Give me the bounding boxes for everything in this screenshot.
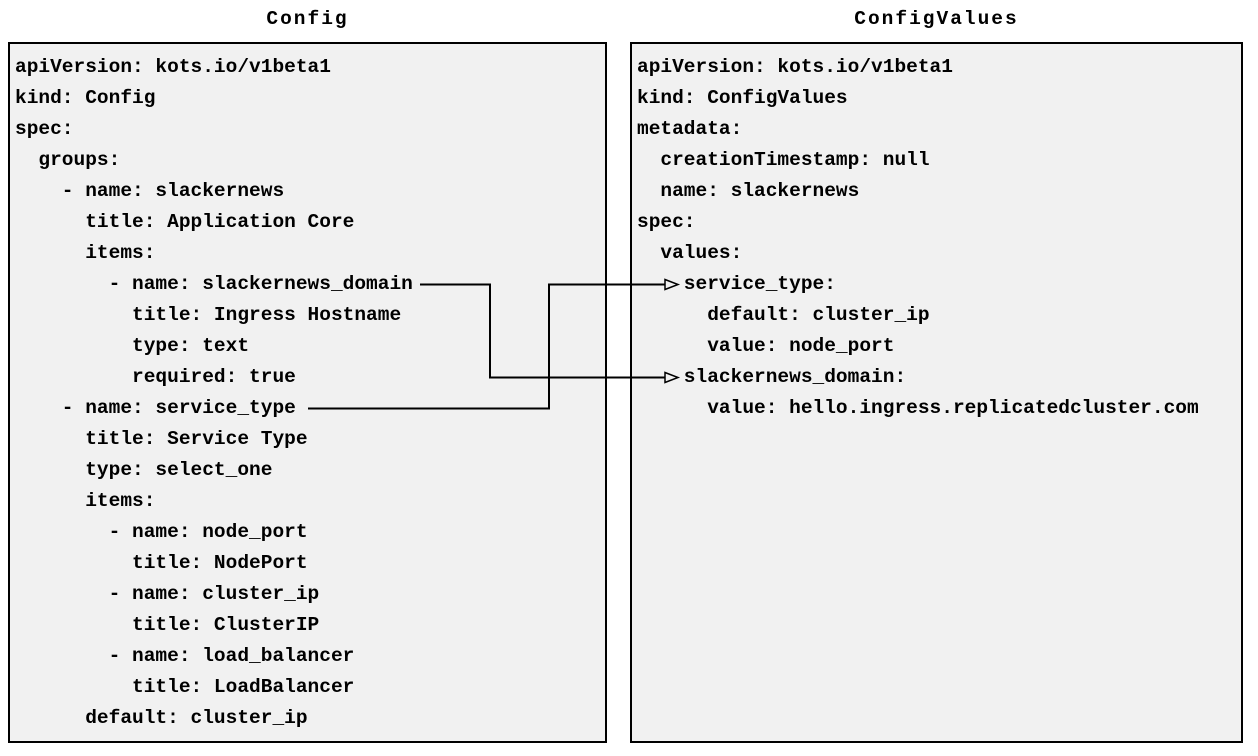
configvalues-panel-title: ConfigValues	[854, 8, 1019, 30]
config-yaml-code: apiVersion: kots.io/v1beta1 kind: Config…	[15, 56, 413, 729]
config-panel-title: Config	[266, 8, 349, 30]
config-panel: apiVersion: kots.io/v1beta1 kind: Config…	[8, 42, 607, 743]
configvalues-panel: apiVersion: kots.io/v1beta1 kind: Config…	[630, 42, 1243, 743]
configvalues-yaml-code: apiVersion: kots.io/v1beta1 kind: Config…	[637, 56, 1199, 419]
